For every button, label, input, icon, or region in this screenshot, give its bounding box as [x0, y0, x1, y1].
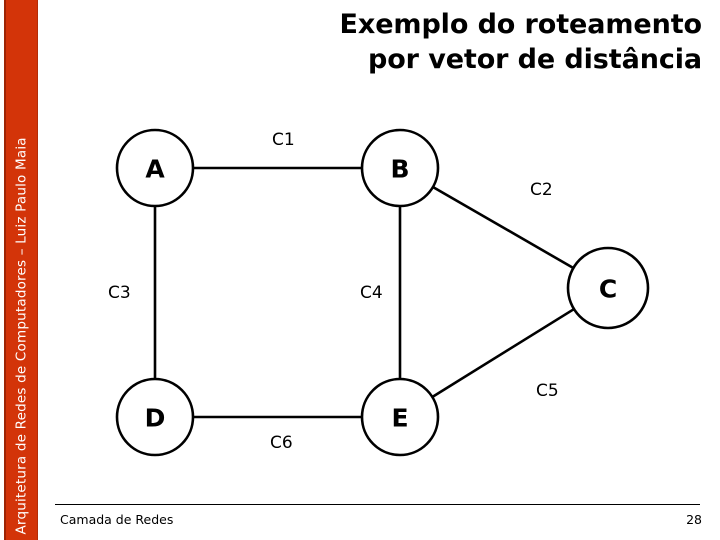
slide-title: Exemplo do roteamento por vetor de distâ… — [210, 8, 703, 77]
network-node-label: B — [390, 155, 409, 184]
network-edge-label-c4: C4 — [360, 283, 383, 303]
network-node-circle — [360, 128, 440, 208]
footer-page-number: 28 — [686, 512, 702, 527]
footer-divider — [55, 504, 700, 505]
network-edge-c5 — [431, 307, 575, 399]
network-node-label: C — [599, 275, 617, 304]
footer-section-label: Camada de Redes — [60, 512, 174, 527]
network-nodes: A B C D E — [115, 128, 650, 457]
network-edge-c2 — [432, 185, 575, 270]
network-edge-label-c2: C2 — [530, 180, 553, 200]
network-node-circle — [566, 246, 650, 330]
network-edge-label-c1: C1 — [272, 130, 295, 150]
network-node-c: C — [566, 246, 650, 330]
network-edge-label-c6: C6 — [270, 433, 293, 453]
network-node-label: A — [145, 155, 165, 184]
network-node-label: E — [391, 404, 408, 433]
slide-title-line-1: Exemplo do roteamento — [339, 9, 703, 40]
network-node-e: E — [360, 377, 440, 457]
network-edge-label-c5: C5 — [536, 381, 559, 401]
slide-title-line-2: por vetor de distância — [368, 43, 702, 75]
network-node-d: D — [115, 377, 195, 457]
network-node-b: B — [360, 128, 440, 208]
network-node-circle — [115, 377, 195, 457]
network-edges — [153, 166, 575, 419]
network-node-circle — [115, 128, 195, 208]
network-node-circle — [360, 377, 440, 457]
network-node-label: D — [145, 404, 166, 433]
network-node-a: A — [115, 128, 195, 208]
network-edge-label-c3: C3 — [108, 283, 131, 303]
sidebar-brand-bar: Arquitetura de Redes de Computadores – L… — [4, 0, 38, 540]
